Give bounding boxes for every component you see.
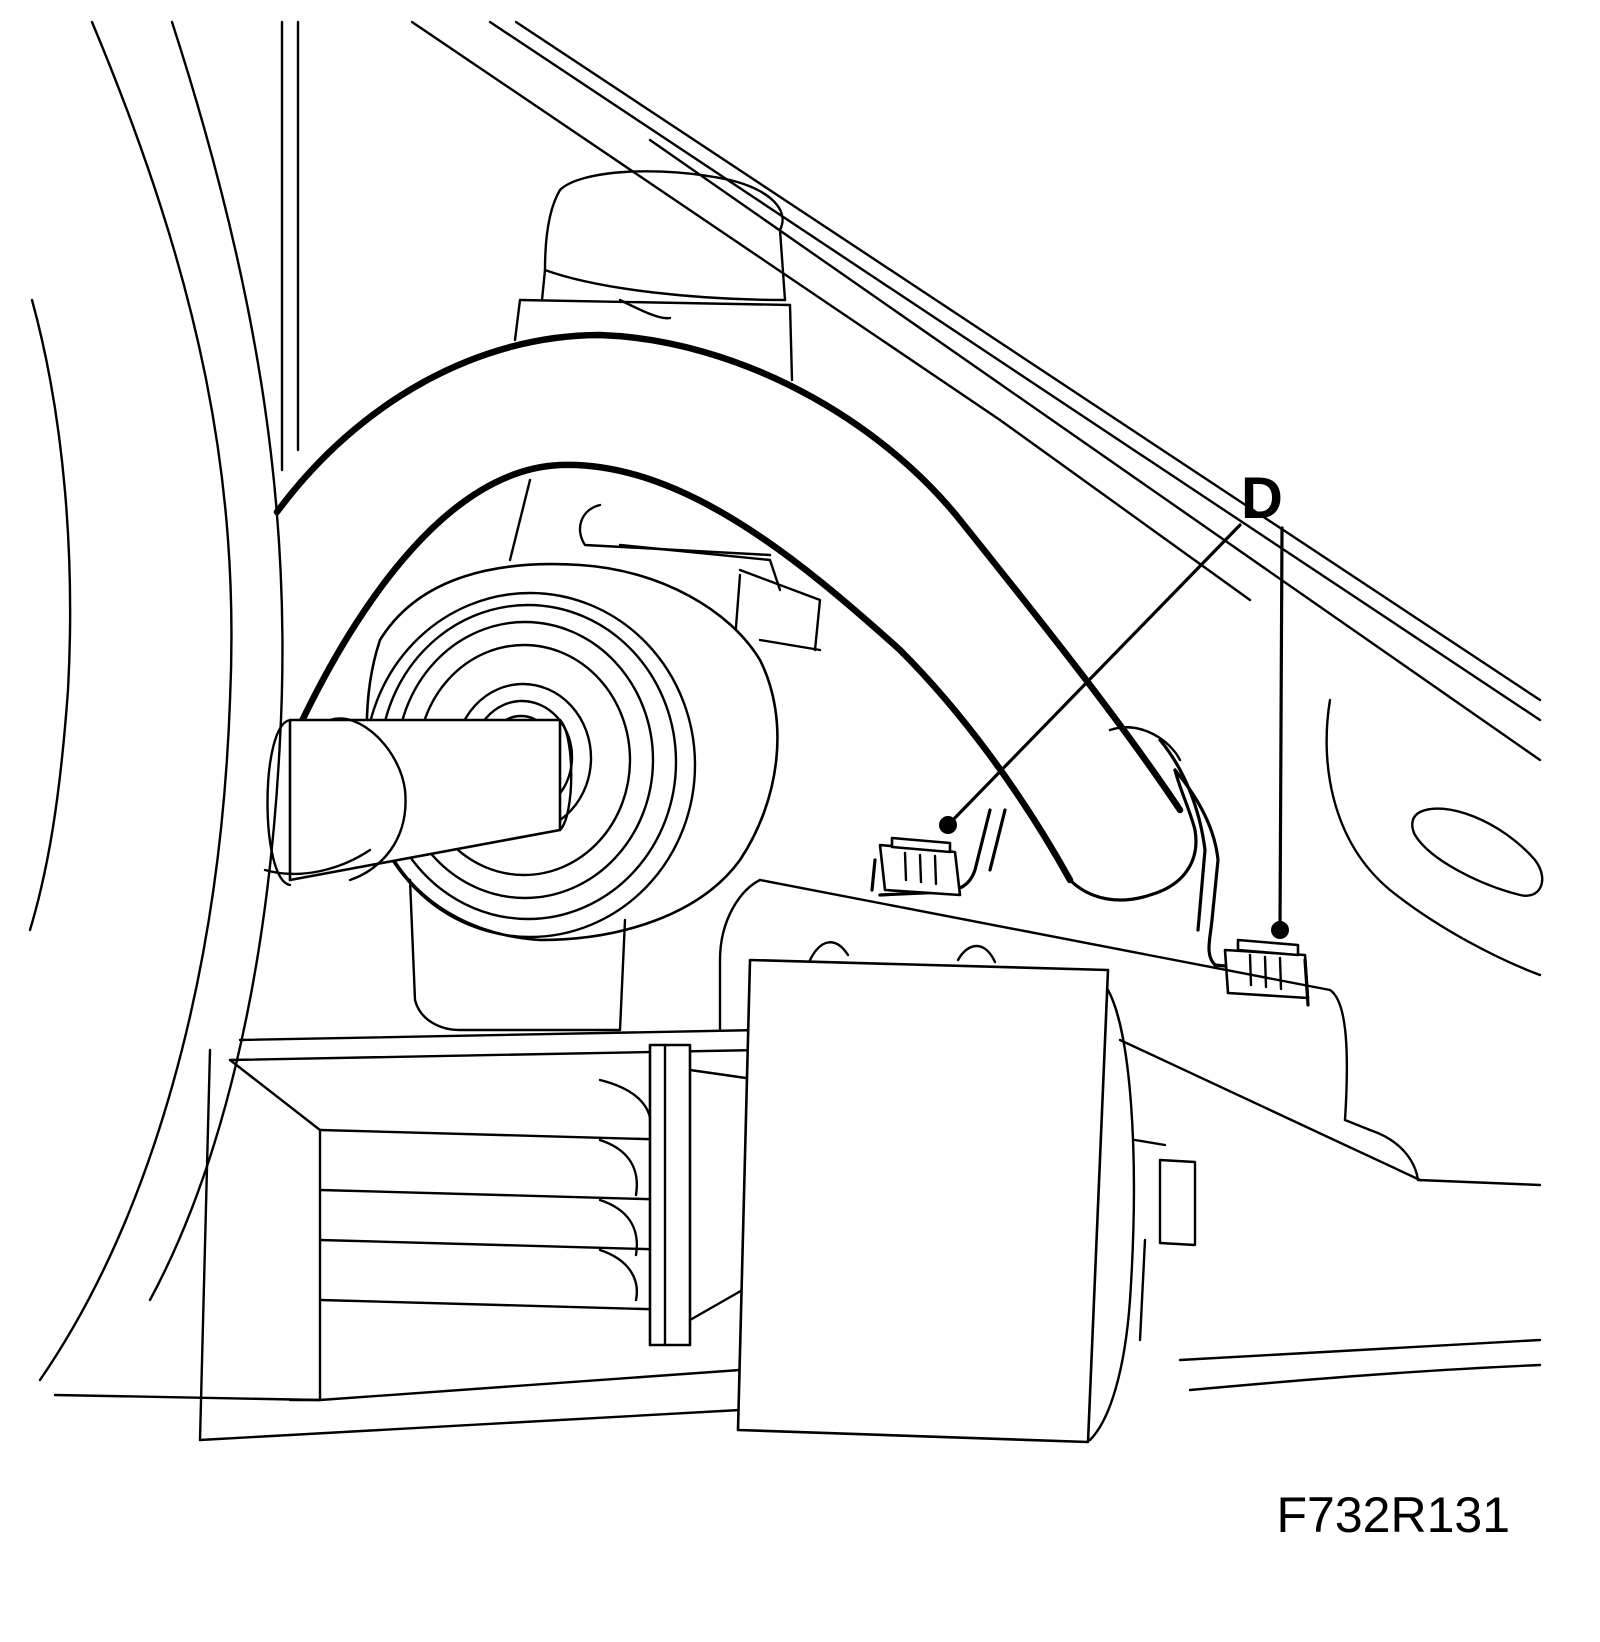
callout-label: D xyxy=(1241,466,1283,531)
callout-leader-lines xyxy=(939,523,1289,939)
lower-subframe xyxy=(228,878,1542,1392)
right-body-panel xyxy=(1325,698,1544,977)
drive-shaft xyxy=(263,717,573,887)
callout-pointer-dot-left xyxy=(939,816,957,834)
callout-pointer-dot-right xyxy=(1271,921,1289,939)
pipe-behind-arm xyxy=(508,478,822,652)
front-block xyxy=(736,941,1197,1444)
base-plate xyxy=(53,1048,742,1442)
subframe-rib xyxy=(228,1043,762,1402)
upper-control-arm xyxy=(273,331,1198,902)
bolt-right xyxy=(1223,938,1310,1007)
figure-id: F732R131 xyxy=(1277,1487,1511,1543)
strut-assembly xyxy=(513,170,794,382)
wheel-arch-lines xyxy=(28,20,300,1382)
body-frame-lines xyxy=(410,20,1542,762)
bolt-left xyxy=(870,836,962,897)
